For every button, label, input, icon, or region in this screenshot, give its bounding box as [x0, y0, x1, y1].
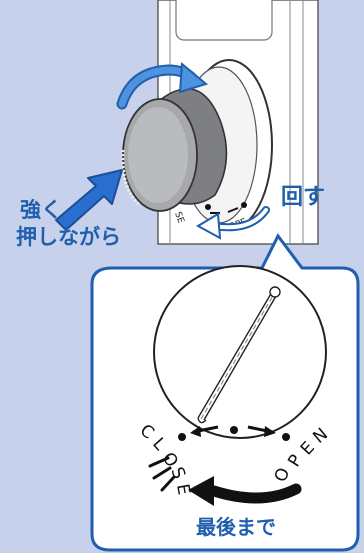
- svg-text:SE: SE: [172, 211, 185, 225]
- knob: [121, 88, 228, 212]
- dial-label-close-e: E: [172, 482, 194, 496]
- label-turn: 回す: [281, 185, 326, 210]
- turn-arrow-icon: [195, 206, 270, 240]
- label-push-firmly-line1: 強く: [20, 198, 62, 222]
- rotate-arrow-top-icon: [116, 61, 209, 110]
- position-marks: [178, 425, 290, 441]
- click-sound-icon: [148, 456, 176, 492]
- label-push-firmly-line2: 押しながら: [16, 225, 121, 249]
- all-the-way-arrow-icon: [188, 476, 302, 506]
- dial-label-open-o: O: [271, 465, 294, 484]
- label-all-the-way: 最後まで: [196, 515, 276, 539]
- dial-enlarged: [153, 265, 327, 439]
- push-arrow-icon: [55, 169, 123, 231]
